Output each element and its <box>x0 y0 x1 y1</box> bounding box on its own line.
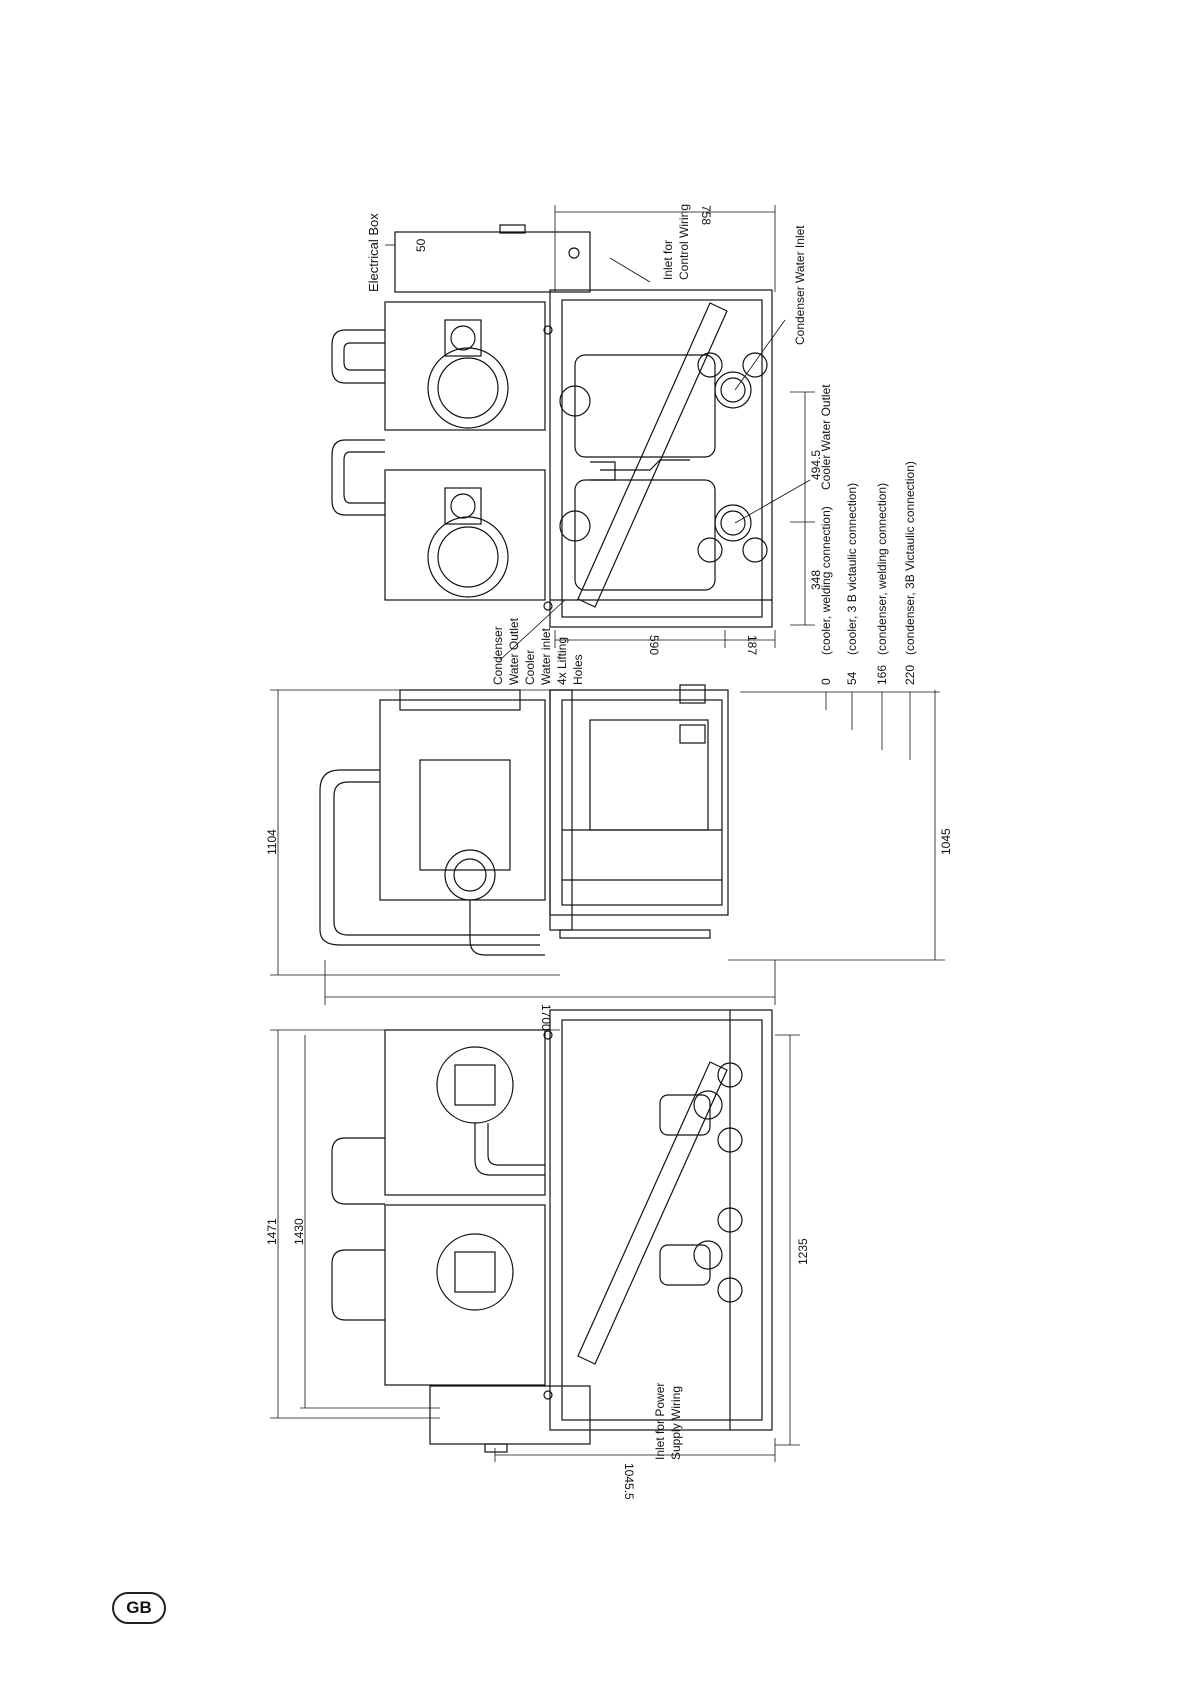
dim-50: 50 <box>414 238 428 252</box>
dimension-lines <box>270 205 945 1462</box>
dim-348: 348 <box>809 570 823 590</box>
condenser-water-outlet-label-2: Water Outlet <box>507 617 521 685</box>
inlet-power-wiring-label-1: Inlet for Power <box>653 1383 667 1460</box>
dim-494-5: 494.5 <box>809 450 823 480</box>
dim-590: 590 <box>647 635 661 655</box>
dim-1430: 1430 <box>292 1218 306 1245</box>
dimension-values: 50 758 494.5 348 590 187 1104 1045 1700 … <box>265 205 953 1500</box>
front-view <box>331 1009 773 1453</box>
connection-notes: 0 (cooler, welding connection) 54 (coole… <box>819 461 917 685</box>
connection-0-text: (cooler, welding connection) <box>819 506 833 655</box>
front-electrical-box <box>429 1385 591 1445</box>
front-base-frame <box>549 1009 773 1431</box>
dim-1104: 1104 <box>265 829 279 855</box>
electrical-box-outline <box>394 231 591 293</box>
front-lifting-bar <box>577 1061 728 1365</box>
dim-1471: 1471 <box>265 1218 279 1245</box>
dim-758: 758 <box>699 205 713 225</box>
condenser-water-outlet-label-1: Condenser <box>491 626 505 685</box>
cooler-water-outlet-label: Cooler Water Outlet <box>819 384 833 490</box>
top-view <box>331 224 773 628</box>
inlet-power-wiring-label-2: Supply Wiring <box>669 1386 683 1460</box>
cooler-water-inlet-label-1: Cooler <box>523 650 537 685</box>
front-compressor-2 <box>384 1204 546 1386</box>
dim-1045: 1045 <box>939 828 953 855</box>
lifting-holes-label-1: 4x Lifting <box>555 637 569 685</box>
dim-187: 187 <box>745 635 759 655</box>
inlet-control-wiring-label-1: Inlet for <box>661 240 675 280</box>
inlet-control-wiring-label-2: Control Wiring <box>677 204 691 280</box>
compressor-1 <box>384 301 546 431</box>
cooler-water-inlet-label-2: Water inlet <box>539 627 553 685</box>
language-badge: GB <box>112 1592 166 1624</box>
front-compressor-1 <box>384 1029 546 1196</box>
lifting-bar <box>577 302 728 608</box>
side-view <box>319 684 729 956</box>
dim-1700: 1700 <box>539 1004 553 1031</box>
side-base-frame <box>549 689 729 916</box>
electrical-box-label: Electrical Box <box>366 213 381 292</box>
connection-2-value: 166 <box>875 665 889 685</box>
connection-1-value: 54 <box>845 671 859 685</box>
connection-2-text: (condenser, welding connection) <box>875 483 889 655</box>
annotation-labels: Electrical Box Inlet for Control Wiring … <box>366 204 833 1460</box>
compressor-2 <box>384 469 546 601</box>
dim-1235: 1235 <box>796 1238 810 1265</box>
connection-3-value: 220 <box>903 665 917 685</box>
connection-0-value: 0 <box>819 678 833 685</box>
dim-1045-5: 1045.5 <box>622 1463 636 1500</box>
base-frame <box>549 289 773 628</box>
condenser-water-inlet-label: Condenser Water Inlet <box>793 225 807 345</box>
side-compressor <box>379 699 546 901</box>
connection-3-text: (condenser, 3B Victaulic connection) <box>903 461 917 655</box>
lifting-holes-label-2: Holes <box>571 654 585 685</box>
connection-1-text: (cooler, 3 B victaulic connection) <box>845 483 859 655</box>
